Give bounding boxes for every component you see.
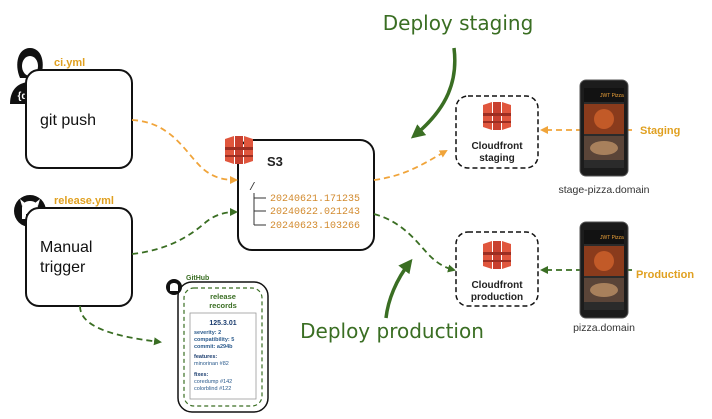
production-phone-title: JWT Pizza	[600, 235, 624, 241]
ci-yml-label: ci.yml	[54, 57, 85, 69]
git-push-box	[25, 69, 133, 169]
release-yml-label: release.yml	[54, 195, 114, 207]
manual-label: Manual	[40, 239, 92, 256]
records-title-line1: release	[210, 292, 236, 301]
s3-icon	[225, 136, 253, 164]
trigger-label: trigger	[40, 259, 86, 276]
record-fixes-heading: fixes:	[194, 372, 209, 378]
record-feature-1: minorinan #82	[194, 361, 229, 367]
s3-tree-lines	[253, 193, 266, 226]
deploy-production-annotation: Deploy production	[300, 319, 484, 343]
deploy-staging-annotation: Deploy staging	[383, 11, 534, 35]
manual-trigger-box	[25, 207, 133, 307]
cloudfront-staging-line1: Cloudfront	[471, 141, 523, 152]
cloudfront-production-line2: production	[471, 292, 523, 303]
staging-phone: JWT Pizza	[579, 79, 629, 177]
record-severity: severity: 2	[194, 330, 221, 336]
record-fix-1: coredump #142	[194, 379, 232, 385]
production-phone: JWT Pizza	[579, 221, 629, 319]
cloudfront-production-box	[455, 231, 539, 307]
git-push-to-s3-arrow	[131, 119, 238, 184]
cloudfront-production-line1: Cloudfront	[471, 280, 523, 291]
cloudfront-staging-icon	[483, 102, 511, 130]
git-push-label: git push	[40, 112, 96, 129]
trigger-to-s3-arrow	[131, 208, 238, 255]
staging-domain: stage-pizza.domain	[558, 184, 649, 196]
trigger-to-records-arrow	[79, 305, 162, 346]
deploy-production-arrow	[384, 258, 413, 319]
cloudfront-staging-line2: staging	[479, 153, 515, 164]
s3-to-production-arrow	[373, 213, 456, 273]
cloudfront-production-icon	[483, 241, 511, 269]
s3-version-1: 20240621.171235	[270, 194, 360, 205]
records-github-icon	[166, 279, 182, 295]
s3-to-staging-arrow	[373, 150, 448, 181]
record-commit: commit: a294b	[194, 344, 233, 350]
record-fix-2: colorblind #122	[194, 386, 231, 392]
records-title-line2: records	[209, 301, 237, 310]
staging-phone-title: JWT Pizza	[600, 93, 624, 99]
production-label: Production	[636, 269, 694, 281]
deploy-staging-arrow	[410, 47, 457, 139]
production-domain: pizza.domain	[573, 322, 635, 334]
s3-bucket-box	[237, 139, 375, 251]
release-record-card	[189, 312, 257, 400]
record-version: 125.3.01	[209, 320, 236, 327]
s3-version-3: 20240623.103266	[270, 221, 360, 232]
s3-title: S3	[267, 154, 283, 169]
records-github-label: GitHub	[186, 275, 209, 282]
cloudfront-staging-box	[455, 95, 539, 169]
s3-root-path: /	[249, 182, 256, 194]
record-compatibility: compatibility: 5	[194, 337, 234, 343]
s3-version-2: 20240622.021243	[270, 207, 360, 218]
staging-label: Staging	[640, 125, 680, 137]
record-features-heading: features:	[194, 354, 217, 360]
